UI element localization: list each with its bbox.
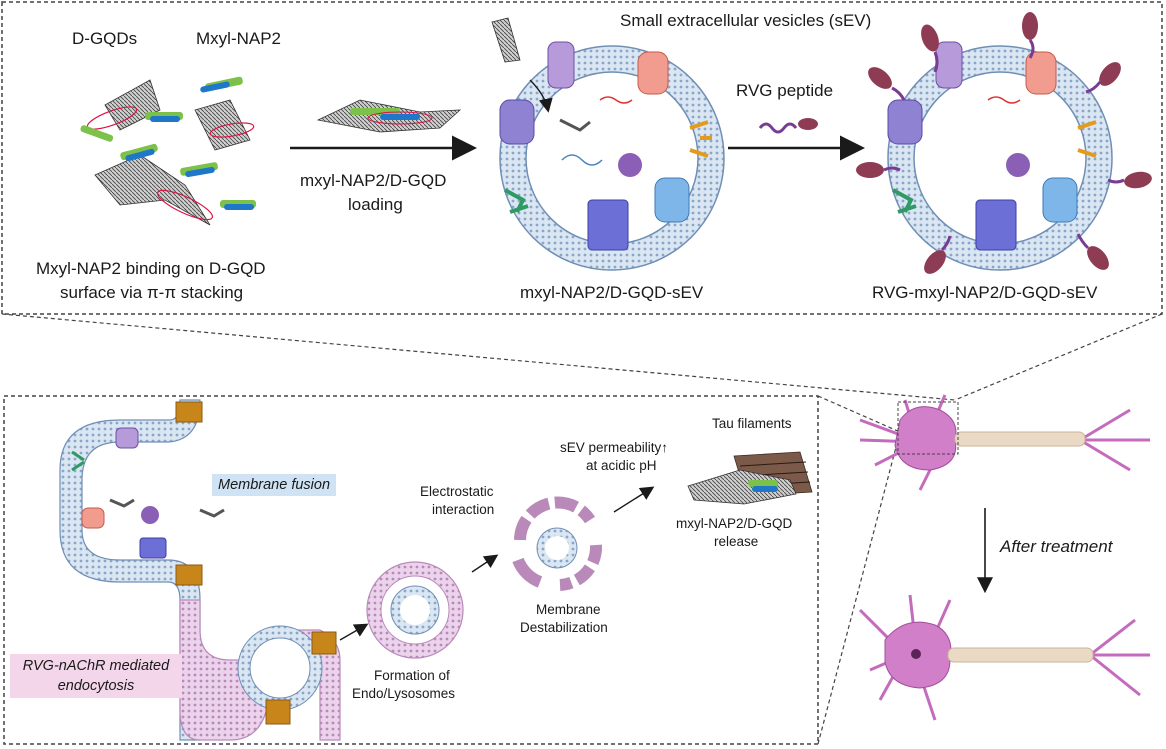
- endocytosis-line-1: RVG-nAChR mediated: [22, 658, 170, 674]
- destab-line-1: Membrane: [536, 602, 601, 617]
- neuron-before-axon: [954, 431, 1086, 447]
- binding-caption-line-2: surface via π-π stacking: [60, 283, 244, 302]
- membrane-fusion-tag: Membrane fusion: [212, 474, 337, 496]
- neuron-before-body: [894, 406, 957, 471]
- top-panel-frame: [1, 1, 1163, 315]
- destab-line-2: Destabilization: [520, 620, 608, 635]
- sev-vesicle: [499, 41, 725, 271]
- neuron-after-axon: [947, 647, 1094, 663]
- gqd-cluster: [86, 79, 255, 226]
- rvg-peptide-icon: [758, 118, 818, 134]
- connector-right: [954, 313, 1163, 401]
- sev-caption: mxyl-NAP2/D-GQD-sEV: [520, 283, 704, 302]
- endocytosis-tag: RVG-nAChR mediated endocytosis: [10, 654, 182, 698]
- loaded-complex: [316, 99, 462, 133]
- connector-left: [1, 313, 956, 401]
- after-treatment-label: After treatment: [1000, 537, 1113, 556]
- rvg-sev-caption: RVG-mxyl-NAP2/D-GQD-sEV: [872, 283, 1098, 302]
- membrane-fusion-structure: [59, 399, 225, 741]
- sev-title: Small extracellular vesicles (sEV): [620, 11, 872, 30]
- label-mxyl-nap2: Mxyl-NAP2: [196, 29, 282, 48]
- permeability-line-1: sEV permeability↑: [560, 440, 669, 455]
- destabilized-endosome: [512, 496, 603, 591]
- bottom-panel-frame: [3, 395, 819, 745]
- rvg-sev-vesicle: [856, 12, 1152, 274]
- release-line-1: mxyl-NAP2/D-GQD: [676, 516, 793, 531]
- tau-filaments-label: Tau filaments: [712, 416, 792, 431]
- endocytosis-line-2: endocytosis: [57, 678, 135, 694]
- incoming-complex: [491, 17, 553, 113]
- rvg-peptide-label: RVG peptide: [736, 81, 834, 100]
- connector-bottom: [817, 431, 901, 745]
- electrostatic-line-1: Electrostatic: [420, 484, 494, 499]
- neuron-after-nucleus: [911, 649, 921, 659]
- arrow-to-destab: [471, 554, 499, 573]
- loading-label-line-1: mxyl-NAP2/D-GQD: [300, 171, 447, 190]
- endocytosis-structure: [179, 599, 341, 741]
- formation-line-1: Formation of: [374, 668, 450, 683]
- permeability-line-2: at acidic pH: [586, 458, 657, 473]
- mxyl-nap2-molecules: [80, 76, 256, 210]
- electrostatic-line-2: interaction: [432, 502, 495, 517]
- connector-top: [817, 395, 901, 433]
- neuron-zoom-box: [897, 401, 959, 455]
- arrow-to-release: [613, 486, 655, 513]
- endosome: [366, 561, 464, 659]
- release-line-2: release: [714, 534, 759, 549]
- label-dgqds: D-GQDs: [72, 29, 138, 48]
- arrow-to-endosome: [339, 623, 369, 641]
- loading-label-line-2: loading: [348, 195, 403, 214]
- formation-line-2: Endo/Lysosomes: [352, 686, 456, 701]
- binding-caption-line-1: Mxyl-NAP2 binding on D-GQD: [36, 259, 266, 278]
- released-complex: [687, 469, 797, 505]
